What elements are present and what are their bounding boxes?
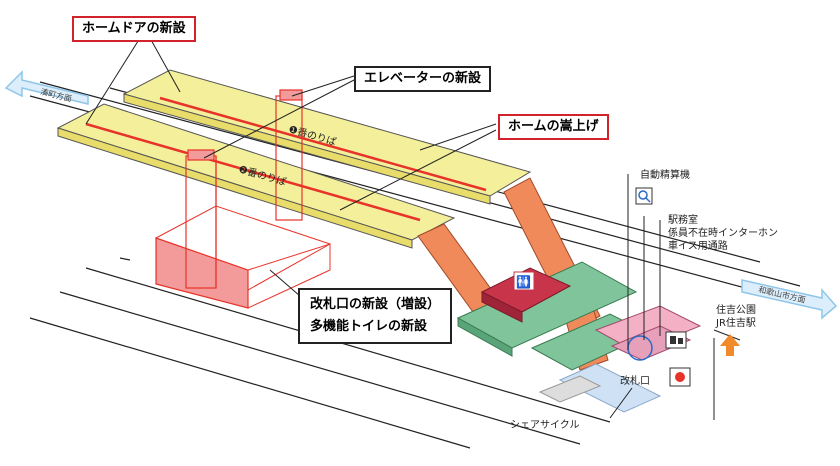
svg-text:🚻: 🚻 <box>516 275 531 289</box>
office-label-0: 駅務室 <box>668 215 698 226</box>
concourse <box>456 261 652 371</box>
share-cycle-label: シェアサイクル <box>510 420 580 431</box>
callout-platform-doors: ホームドアの新設 <box>72 16 196 42</box>
callout-gate-line: 改札口の新設（増設） <box>310 297 441 312</box>
office-label-2: 車イス用通路 <box>668 241 728 252</box>
platform-1-door-line <box>159 96 487 192</box>
leader-lines <box>85 37 741 420</box>
ticket-gate-label: 改札口 <box>620 376 650 387</box>
intercom-icon <box>665 331 687 349</box>
toilet-block: 🚻 <box>480 267 572 323</box>
direction-arrow-right: 和歌山市方面 <box>741 279 838 320</box>
platform-2-door-line <box>85 122 421 222</box>
office-labels: 駅務室 係員不在時インターホン 車イス用通路 <box>668 214 778 253</box>
wheelchair-icon <box>669 367 691 387</box>
callout-elevator: エレベーターの新設 <box>354 66 492 92</box>
park-label-0: 住吉公園 <box>716 305 756 316</box>
magnifier-icon <box>635 187 653 205</box>
office-label-1: 係員不在時インターホン <box>668 228 778 239</box>
elevator-shafts <box>185 89 303 289</box>
station-office <box>538 305 702 413</box>
park-labels: 住吉公園 JR住吉駅 <box>716 304 756 330</box>
callout-gate-toilet: 改札口の新設（増設） 多機能トイレの新設 <box>298 288 453 344</box>
direction-arrow-left: 湊町方面 <box>4 70 89 105</box>
new-gate-building <box>154 205 332 309</box>
ground-lines <box>29 257 611 449</box>
toilet-icon <box>513 271 535 291</box>
track-lines <box>29 81 801 301</box>
arrow-icon <box>720 334 740 356</box>
park-label-1: JR住吉駅 <box>716 318 756 329</box>
platform-2: ❷番のりば <box>56 103 456 249</box>
callout-toilet-line: 多機能トイレの新設 <box>310 319 428 334</box>
callout-platform-raise: ホームの嵩上げ <box>498 114 609 140</box>
ticket-machine-label: 自動精算機 <box>640 170 690 181</box>
